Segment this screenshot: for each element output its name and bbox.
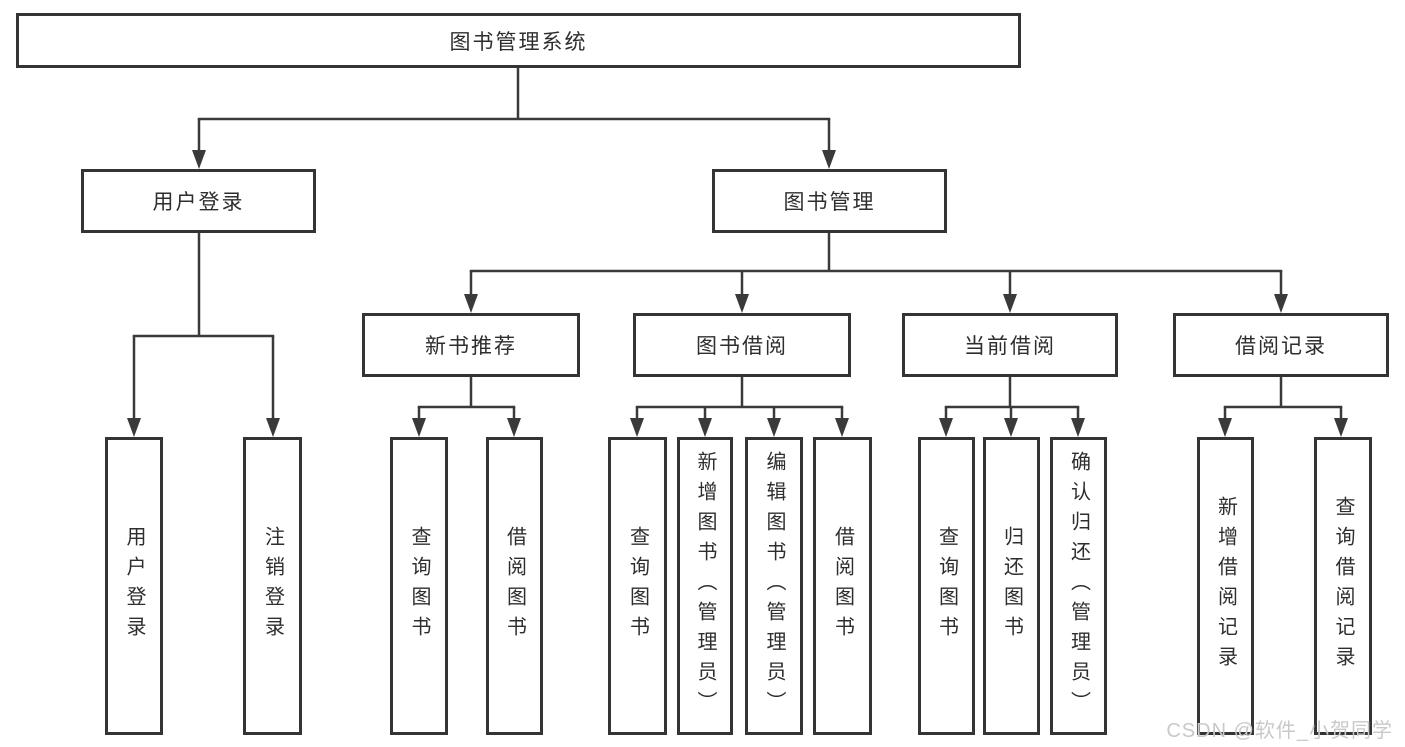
- leaf-query-books-recommend: 查询图书: [390, 437, 448, 735]
- csdn-watermark: CSDN @软件_小贺同学: [1166, 720, 1393, 742]
- leaf-query-books-borrow-label: 查询图书: [626, 526, 649, 646]
- leaf-borrow-books-label: 借阅图书: [831, 526, 854, 646]
- connector-book-management-split: [464, 233, 1288, 313]
- leaf-query-borrow-record: 查询借阅记录: [1314, 437, 1372, 735]
- leaf-edit-book-admin: 编辑图书（管理员）: [745, 437, 803, 735]
- leaf-borrow-books: 借阅图书: [813, 437, 872, 735]
- leaf-query-books-borrow: 查询图书: [608, 437, 667, 735]
- node-book-management: 图书管理: [712, 169, 947, 233]
- node-new-book-recommend: 新书推荐: [362, 313, 580, 377]
- node-borrow-records: 借阅记录: [1173, 313, 1389, 377]
- leaf-add-borrow-record: 新增借阅记录: [1197, 437, 1254, 735]
- leaf-return-book: 归还图书: [983, 437, 1040, 735]
- connector-borrow-records-split: [1218, 377, 1348, 437]
- leaf-logout: 注销登录: [243, 437, 302, 735]
- leaf-user-login: 用户登录: [105, 437, 163, 735]
- leaf-query-books-current: 查询图书: [918, 437, 975, 735]
- leaf-logout-label: 注销登录: [261, 526, 284, 646]
- leaf-return-book-label: 归还图书: [1000, 526, 1023, 646]
- leaf-confirm-return-admin: 确认归还（管理员）: [1050, 437, 1107, 735]
- leaf-borrow-books-recommend: 借阅图书: [486, 437, 543, 735]
- leaf-add-book-admin: 新增图书（管理员）: [677, 437, 733, 735]
- leaf-confirm-return-admin-label: 确认归还（管理员）: [1067, 451, 1090, 721]
- leaf-query-books-recommend-label: 查询图书: [408, 526, 430, 646]
- leaf-add-book-admin-label: 新增图书（管理员）: [694, 451, 716, 721]
- connector-current-borrow-split: [939, 377, 1085, 437]
- connector-new-book-recommend-split: [412, 377, 521, 437]
- connector-user-login-split: [127, 233, 280, 437]
- connector-root-split: [192, 68, 836, 169]
- leaf-query-books-current-label: 查询图书: [935, 526, 958, 646]
- leaf-borrow-books-recommend-label: 借阅图书: [503, 526, 526, 646]
- leaf-query-borrow-record-label: 查询借阅记录: [1332, 496, 1354, 676]
- node-root-system: 图书管理系统: [16, 13, 1021, 68]
- node-current-borrow: 当前借阅: [902, 313, 1118, 377]
- leaf-edit-book-admin-label: 编辑图书（管理员）: [763, 451, 785, 721]
- connector-book-borrow-split: [630, 377, 849, 437]
- leaf-user-login-label: 用户登录: [123, 526, 145, 646]
- leaf-add-borrow-record-label: 新增借阅记录: [1214, 496, 1237, 676]
- node-user-login: 用户登录: [81, 169, 316, 233]
- node-book-borrow: 图书借阅: [633, 313, 851, 377]
